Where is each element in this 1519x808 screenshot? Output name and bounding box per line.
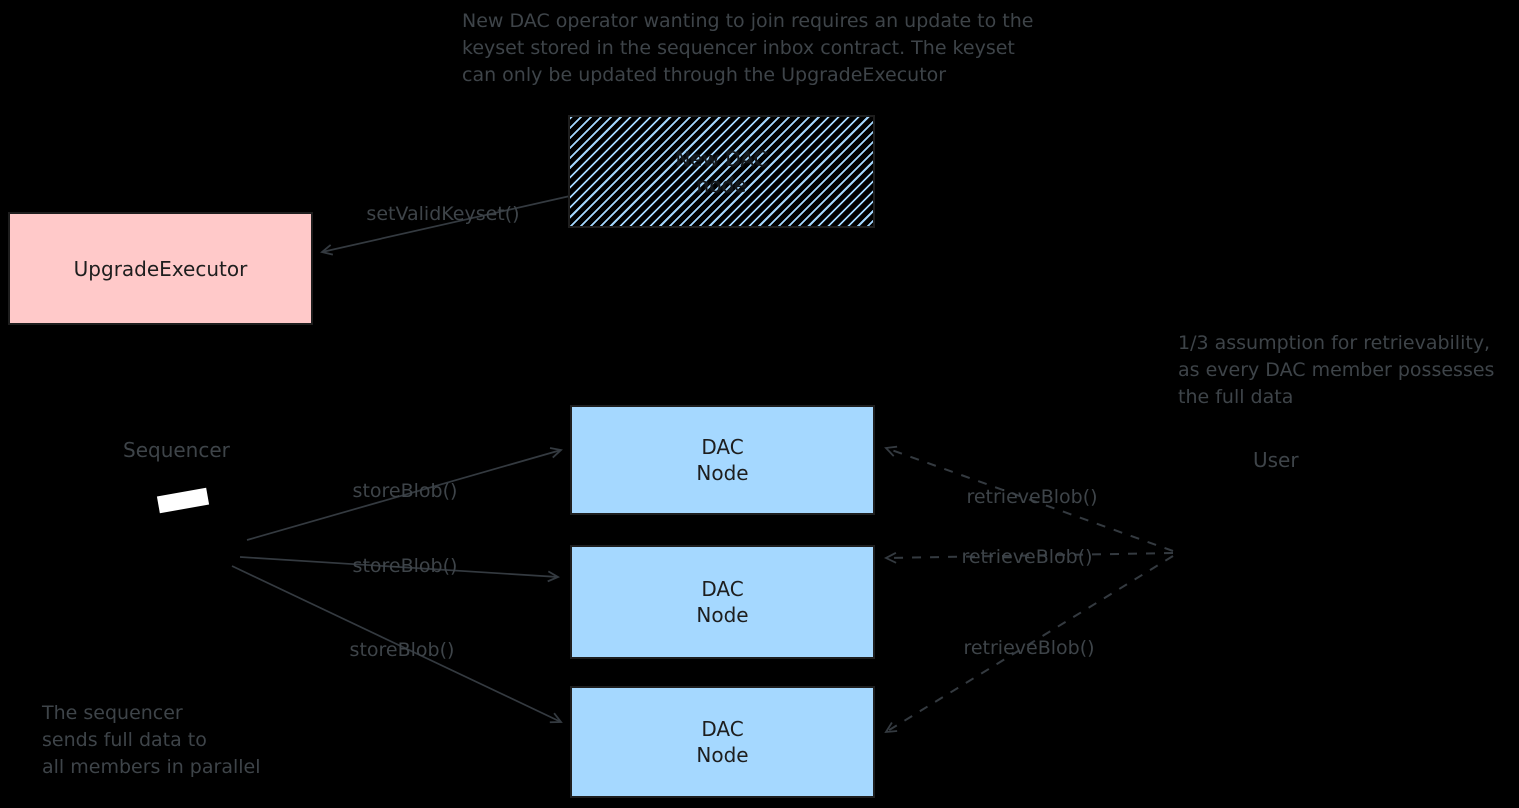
right-note: 1/3 assumption for retrievability, as ev… (1178, 330, 1494, 411)
sequencer-chip (156, 487, 210, 514)
dac-node-1-label-line2: Node (696, 461, 749, 485)
dac-node-2-label-line1: DAC (701, 577, 744, 601)
dac-node-2-label-line2: Node (696, 603, 749, 627)
store-blob-label-2: storeBlob() (352, 555, 458, 577)
sequencer-label: Sequencer (123, 438, 230, 462)
dac-node-3-label-line1: DAC (701, 717, 744, 741)
dac-node-3-label-line2: Node (696, 743, 749, 767)
upgrade-executor-box: UpgradeExecutor (8, 212, 313, 325)
dac-node-box-3: DAC Node (570, 686, 875, 798)
new-dac-node-label-line1: New DAC (675, 146, 768, 171)
retrieve-blob-label-2: retrieveBlob() (961, 546, 1093, 568)
retrieve-blob-label-3: retrieveBlob() (963, 637, 1095, 659)
store-blob-label-1: storeBlob() (352, 480, 458, 502)
upgrade-executor-label: UpgradeExecutor (73, 256, 248, 281)
right-note-line: as every DAC member possesses (1178, 359, 1495, 381)
bottom-note: The sequencer sends full data to all mem… (42, 700, 261, 781)
right-note-line: 1/3 assumption for retrievability, (1178, 332, 1491, 354)
retrieve-blob-label-1: retrieveBlob() (966, 486, 1098, 508)
top-note-line: keyset stored in the sequencer inbox con… (462, 37, 1015, 59)
dac-node-box-2: DAC Node (570, 545, 875, 659)
new-dac-node-box: New DAC node (568, 115, 875, 228)
top-note-line: can only be updated through the UpgradeE… (462, 64, 947, 86)
right-note-line: the full data (1178, 386, 1294, 408)
bottom-note-line: The sequencer (42, 702, 183, 724)
top-note: New DAC operator wanting to join require… (462, 8, 1033, 89)
store-blob-label-3: storeBlob() (349, 639, 455, 661)
dac-node-box-1: DAC Node (570, 405, 875, 515)
new-dac-node-label-line2: node (696, 172, 747, 197)
bottom-note-line: all members in parallel (42, 756, 261, 778)
dac-node-1-label-line1: DAC (701, 435, 744, 459)
set-valid-keyset-label: setValidKeyset() (366, 203, 520, 225)
bottom-note-line: sends full data to (42, 729, 207, 751)
user-label: User (1253, 448, 1299, 472)
top-note-line: New DAC operator wanting to join require… (462, 10, 1034, 32)
